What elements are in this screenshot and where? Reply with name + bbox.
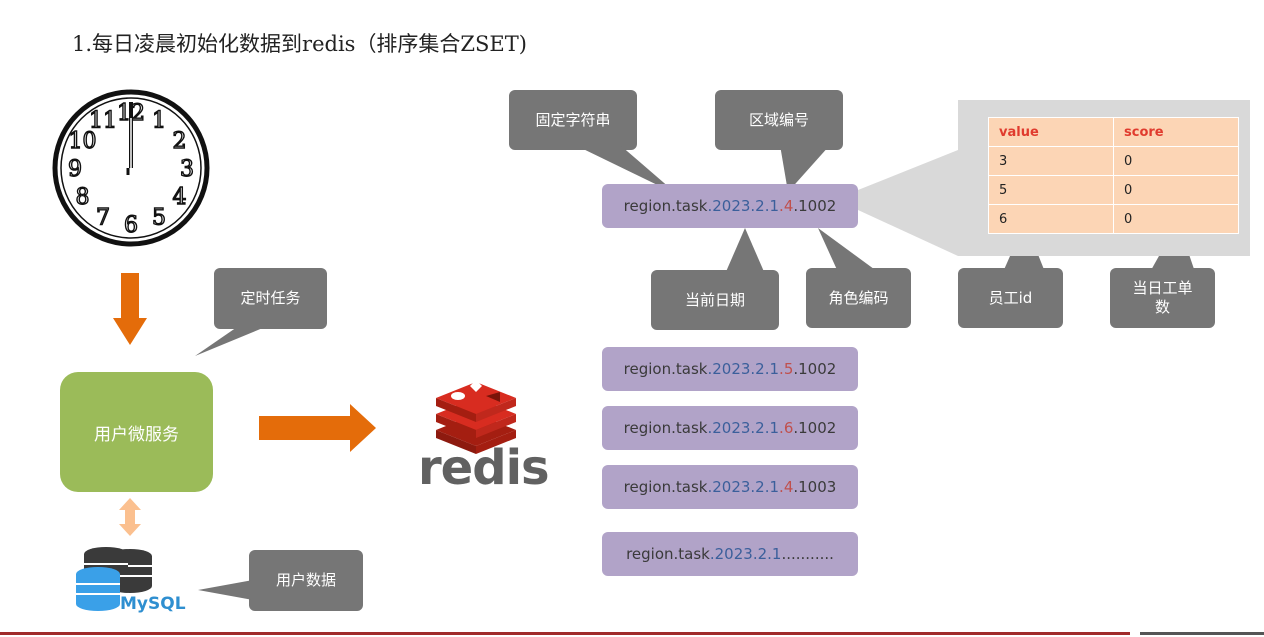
redis-key-2: region.task.2023.2.1.5.1002 — [602, 347, 858, 391]
callout-role-code-label: 角色编码 — [828, 288, 889, 307]
key-role: .1002 — [793, 197, 837, 215]
key-prefix: region.task — [626, 545, 710, 563]
callout-current-date-label: 当前日期 — [684, 290, 745, 309]
redis-key-1: region.task.2023.2.1.4.1002 — [602, 184, 858, 228]
clock-numeral: 8 — [76, 185, 90, 210]
redis-logo-icon — [436, 380, 516, 454]
callout-current-date — [651, 228, 779, 330]
callout-fixed-string-label: 固定字符串 — [535, 110, 611, 129]
clock-numeral: 6 — [124, 213, 138, 238]
footer-divider-right — [1140, 632, 1264, 635]
user-microservice-label: 用户微服务 — [94, 424, 179, 445]
arrow-right — [259, 404, 376, 452]
cell-value: 3 — [988, 146, 1114, 176]
key-role: .1002 — [793, 419, 837, 437]
clock-numeral: 5 — [152, 205, 166, 230]
table-row: 6 0 — [988, 204, 1239, 234]
clock-numeral: 10 — [69, 129, 97, 154]
key-prefix: region.task — [623, 197, 708, 215]
key-region: .5 — [779, 360, 794, 378]
clock-numeral: 11 — [89, 109, 117, 134]
callout-fixed-string — [509, 90, 678, 195]
cell-value: 6 — [988, 204, 1114, 234]
callout-scheduled-task — [195, 268, 327, 356]
clock-icon: 121234567891011 — [52, 89, 210, 247]
key-region: .4 — [779, 478, 794, 496]
key-region: .6 — [779, 419, 794, 437]
key-to-table-connector — [858, 150, 958, 256]
cell-score: 0 — [1113, 146, 1239, 176]
clock-numeral: 7 — [96, 205, 110, 230]
cell-score: 0 — [1113, 175, 1239, 205]
key-date: .2023.2.1 — [707, 360, 780, 378]
arrow-down — [113, 273, 147, 345]
key-prefix: region.task — [623, 360, 708, 378]
callout-user-data-label: 用户数据 — [275, 571, 336, 589]
clock-numeral: 1 — [152, 109, 166, 134]
key-date: .2023.2.1 — [707, 478, 780, 496]
key-prefix: region.task — [623, 419, 708, 437]
mysql-logo-text: MySQL — [120, 594, 186, 614]
callout-region-code — [715, 90, 843, 192]
key-role: .1002 — [793, 360, 837, 378]
clock-numeral: 9 — [68, 157, 82, 182]
callout-role-code — [806, 228, 911, 328]
key-role: .1003 — [793, 478, 837, 496]
cell-score: 0 — [1113, 204, 1239, 234]
redis-key-4: region.task.2023.2.1.4.1003 — [602, 465, 858, 509]
redis-key-3: region.task.2023.2.1.6.1002 — [602, 406, 858, 450]
page-title: 1.每日凌晨初始化数据到redis（排序集合ZSET) — [72, 32, 527, 56]
key-date: .2023.2.1 — [707, 419, 780, 437]
zset-table: value score 3 0 5 0 6 0 — [988, 117, 1239, 234]
callout-region-code-label: 区域编号 — [748, 110, 809, 129]
key-date: .2023.2.1 — [707, 197, 780, 215]
column-header-value: value — [988, 117, 1114, 147]
callout-daily-orders-label: 当日工单数 — [1132, 279, 1193, 316]
key-prefix: region.task — [623, 478, 708, 496]
clock-numeral: 2 — [172, 129, 186, 154]
column-header-score: score — [1113, 117, 1239, 147]
table-row: 5 0 — [988, 175, 1239, 205]
clock-numeral: 4 — [172, 185, 186, 210]
cell-value: 5 — [988, 175, 1114, 205]
callout-scheduled-task-label: 定时任务 — [240, 289, 301, 307]
key-date: .2023.2.1 — [709, 545, 782, 563]
table-row: 3 0 — [988, 146, 1239, 176]
clock-numeral: 3 — [180, 157, 194, 182]
callout-user-data — [198, 550, 363, 611]
key-ellipsis: ........... — [781, 545, 834, 563]
key-region: .4 — [779, 197, 794, 215]
callout-employee-id-label: 员工id — [988, 288, 1033, 307]
footer-divider — [0, 632, 1130, 635]
table-header-row: value score — [988, 117, 1239, 147]
redis-key-5: region.task.2023.2.1........... — [602, 532, 858, 576]
redis-logo-text: redis — [418, 440, 550, 496]
user-microservice-box: 用户微服务 — [60, 372, 213, 492]
mysql-database-icon — [76, 547, 152, 611]
arrow-updown — [119, 498, 141, 536]
